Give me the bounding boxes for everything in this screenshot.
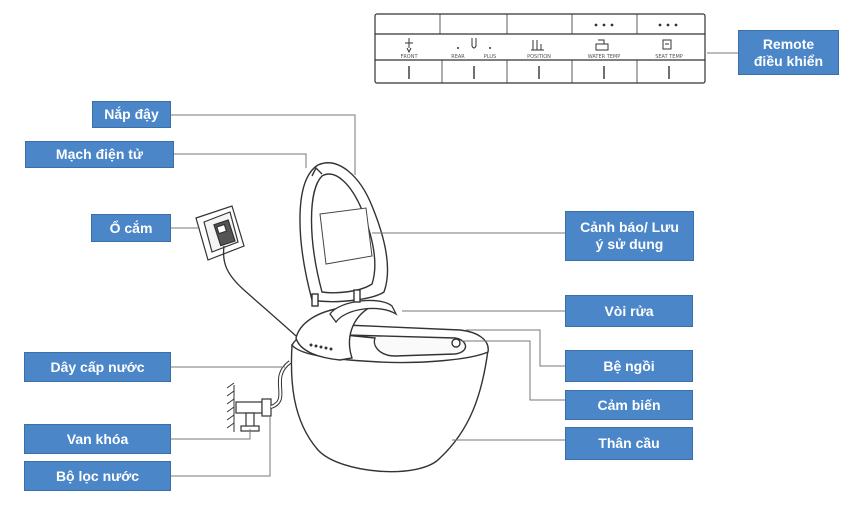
- label-circuit: Mạch điện tử: [25, 141, 174, 168]
- remote-control: [374, 13, 706, 84]
- leader-filter: [171, 416, 271, 477]
- label-seat: Bệ ngồi: [565, 350, 693, 382]
- leader-valve: [171, 429, 251, 440]
- label-lid: Nắp đậy: [92, 101, 171, 128]
- label-sensor: Cảm biến: [565, 390, 693, 420]
- label-body: Thân cầu: [565, 427, 693, 460]
- remote-small-dots: [457, 47, 491, 49]
- leader-seat: [466, 329, 565, 367]
- label-remote: Remote điều khiển: [738, 30, 839, 75]
- label-water-hose: Dây cấp nước: [24, 352, 171, 382]
- wall-hatch: [226, 382, 235, 432]
- label-warning: Cảnh báo/ Lưu ý sử dụng: [565, 211, 694, 261]
- label-valve: Van khóa: [24, 424, 171, 454]
- wall-socket: [195, 205, 245, 261]
- remote-label-rear: REAR: [451, 54, 465, 60]
- power-cable: [222, 245, 297, 337]
- remote-label-front: FRONT: [400, 54, 418, 60]
- remote-indicator-dots: [594, 23, 678, 27]
- toilet-seat-ring: [329, 299, 398, 324]
- leader-lid: [171, 114, 356, 175]
- label-filter: Bộ lọc nước: [24, 461, 171, 491]
- warning-sticker: [319, 207, 373, 265]
- label-socket: Ổ cắm: [91, 214, 171, 242]
- remote-label-position: POSITION: [527, 54, 551, 60]
- remote-label-plus: PLUS: [484, 54, 496, 60]
- label-nozzle: Vòi rửa: [565, 295, 693, 327]
- remote-icons: [405, 38, 672, 54]
- remote-label-water-temp: WATER TEMP: [588, 54, 621, 60]
- leader-lines: [171, 52, 738, 477]
- leader-circuit: [174, 153, 307, 168]
- remote-label-seat-temp: SEAT TEMP: [655, 54, 683, 60]
- shutoff-valve: [235, 398, 272, 432]
- leader-sensor: [462, 340, 565, 401]
- toilet-body: [290, 305, 489, 473]
- toilet-side-panel-buttons: [309, 343, 333, 351]
